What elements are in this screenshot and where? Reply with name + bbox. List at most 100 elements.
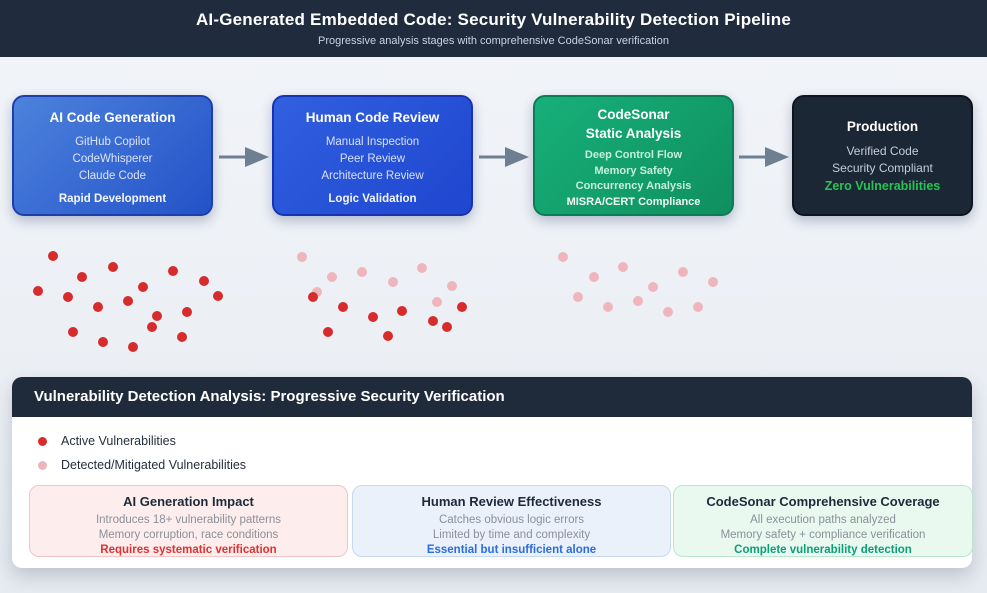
stage-title-line2: Static Analysis: [585, 126, 682, 141]
card-title: CodeSonar Comprehensive Coverage: [706, 494, 940, 509]
card-detail: Catches obvious logic errors: [438, 514, 585, 526]
active-vulnerability-dot-icon: [38, 436, 47, 446]
stage-detail: Memory Safety: [594, 164, 673, 177]
stage-detail: Architecture Review: [321, 170, 424, 182]
vulnerability-dot-active: [383, 331, 393, 341]
vulnerability-dot-mitigated: [693, 302, 703, 312]
arrow-right-icon: [479, 147, 529, 167]
card-human-review-effectiveness: Human Review Effectiveness Catches obvio…: [352, 485, 671, 557]
flow-arrow: [478, 145, 530, 169]
legend-item-mitigated: Detected/Mitigated Vulnerabilities: [38, 453, 246, 477]
stage-ai-code-generation: AI Code Generation GitHub Copilot CodeWh…: [12, 95, 213, 216]
flow-arrow: [738, 145, 790, 169]
card-title: Human Review Effectiveness: [421, 494, 602, 509]
vulnerability-dot-mitigated: [558, 252, 568, 262]
analysis-panel: Vulnerability Detection Analysis: Progre…: [12, 377, 973, 568]
vulnerability-dot-mitigated: [603, 302, 613, 312]
stage-codesonar-static-analysis: CodeSonar Static Analysis Deep Control F…: [533, 95, 734, 216]
stage-detail: Verified Code: [846, 144, 919, 158]
vulnerability-dot-active: [338, 302, 348, 312]
vulnerability-dot-active: [177, 332, 187, 342]
stage-production: Production Verified Code Security Compli…: [792, 95, 973, 216]
arrow-right-icon: [219, 147, 269, 167]
diagram-title: AI-Generated Embedded Code: Security Vul…: [195, 10, 792, 29]
diagram-header: AI-Generated Embedded Code: Security Vul…: [0, 0, 987, 57]
analysis-panel-title: Vulnerability Detection Analysis: Progre…: [12, 377, 972, 417]
stage-detail: Deep Control Flow: [584, 149, 683, 161]
vulnerability-dot-active: [33, 286, 43, 296]
stage-title: CodeSonar: [597, 107, 670, 122]
stage-detail: Claude Code: [78, 170, 147, 182]
vulnerability-dot-active: [63, 292, 73, 302]
stage-highlight: MISRA/CERT Compliance: [566, 195, 701, 208]
flow-arrow: [218, 145, 270, 169]
stage-detail: GitHub Copilot: [75, 136, 150, 148]
vulnerability-dot-active: [428, 316, 438, 326]
vulnerability-dot-active: [152, 311, 162, 321]
stage-highlight: Rapid Development: [58, 193, 167, 205]
card-highlight: Requires systematic verification: [100, 544, 277, 556]
stage-title: Production: [846, 119, 919, 134]
stage-highlight: Logic Validation: [328, 193, 417, 205]
vulnerability-dot-active: [199, 276, 209, 286]
stage-highlight: Zero Vulnerabilities: [824, 179, 941, 193]
stage-detail: Concurrency Analysis: [575, 180, 692, 192]
diagram-subtitle: Progressive analysis stages with compreh…: [318, 35, 669, 47]
card-detail: Memory safety + compliance verification: [720, 529, 926, 541]
stage-detail: CodeWhisperer: [72, 153, 153, 165]
mitigated-vulnerability-dot-icon: [38, 460, 47, 470]
vulnerability-dot-active: [308, 292, 318, 302]
stage-detail: Security Compliant: [832, 161, 933, 175]
vulnerability-dot-mitigated: [388, 277, 398, 287]
stage-human-code-review: Human Code Review Manual Inspection Peer…: [272, 95, 473, 216]
vulnerability-dot-active: [138, 282, 148, 292]
vulnerability-dot-active: [168, 266, 178, 276]
vulnerability-dot-mitigated: [648, 282, 658, 292]
vulnerability-dot-mitigated: [327, 272, 337, 282]
vulnerability-dot-active: [68, 327, 78, 337]
card-highlight: Complete vulnerability detection: [734, 544, 912, 556]
vulnerability-dot-active: [368, 312, 378, 322]
card-title: AI Generation Impact: [123, 494, 254, 509]
card-ai-generation-impact: AI Generation Impact Introduces 18+ vuln…: [29, 485, 348, 557]
vulnerability-dot-mitigated: [312, 287, 322, 297]
vulnerability-dot-mitigated: [417, 263, 427, 273]
vulnerability-dot-mitigated: [678, 267, 688, 277]
card-detail: Limited by time and complexity: [432, 529, 591, 541]
stage-title: AI Code Generation: [49, 110, 176, 125]
vulnerability-dot-mitigated: [663, 307, 673, 317]
vulnerability-dot-active: [213, 291, 223, 301]
arrow-right-icon: [739, 147, 789, 167]
legend-item-active: Active Vulnerabilities: [38, 429, 246, 453]
stage-title: Human Code Review: [305, 110, 440, 125]
card-codesonar-comprehensive-coverage: CodeSonar Comprehensive Coverage All exe…: [673, 485, 973, 557]
vulnerability-dot-mitigated: [432, 297, 442, 307]
vulnerability-dot-active: [48, 251, 58, 261]
legend-label: Active Vulnerabilities: [61, 434, 176, 448]
stage-detail: Manual Inspection: [325, 136, 420, 148]
vulnerability-dot-active: [108, 262, 118, 272]
vulnerability-dot-mitigated: [357, 267, 367, 277]
vulnerability-dot-active: [147, 322, 157, 332]
vulnerability-dot-mitigated: [618, 262, 628, 272]
vulnerability-dot-active: [323, 327, 333, 337]
vulnerability-dot-mitigated: [708, 277, 718, 287]
vulnerability-dot-active: [457, 302, 467, 312]
vulnerability-dot-active: [93, 302, 103, 312]
card-detail: Memory corruption, race conditions: [98, 529, 279, 541]
vulnerability-dot-mitigated: [589, 272, 599, 282]
card-highlight: Essential but insufficient alone: [426, 544, 597, 556]
vulnerability-dot-mitigated: [447, 281, 457, 291]
vulnerability-dot-mitigated: [297, 252, 307, 262]
vulnerability-dot-active: [128, 342, 138, 352]
vulnerability-dot-mitigated: [633, 296, 643, 306]
vulnerability-dot-mitigated: [573, 292, 583, 302]
card-detail: All execution paths analyzed: [750, 514, 896, 526]
vulnerability-dot-active: [442, 322, 452, 332]
legend-label: Detected/Mitigated Vulnerabilities: [61, 458, 247, 472]
legend: Active Vulnerabilities Detected/Mitigate…: [38, 429, 246, 477]
stage-detail: Peer Review: [339, 153, 406, 165]
vulnerability-dot-active: [123, 296, 133, 306]
card-detail: Introduces 18+ vulnerability patterns: [95, 514, 282, 526]
